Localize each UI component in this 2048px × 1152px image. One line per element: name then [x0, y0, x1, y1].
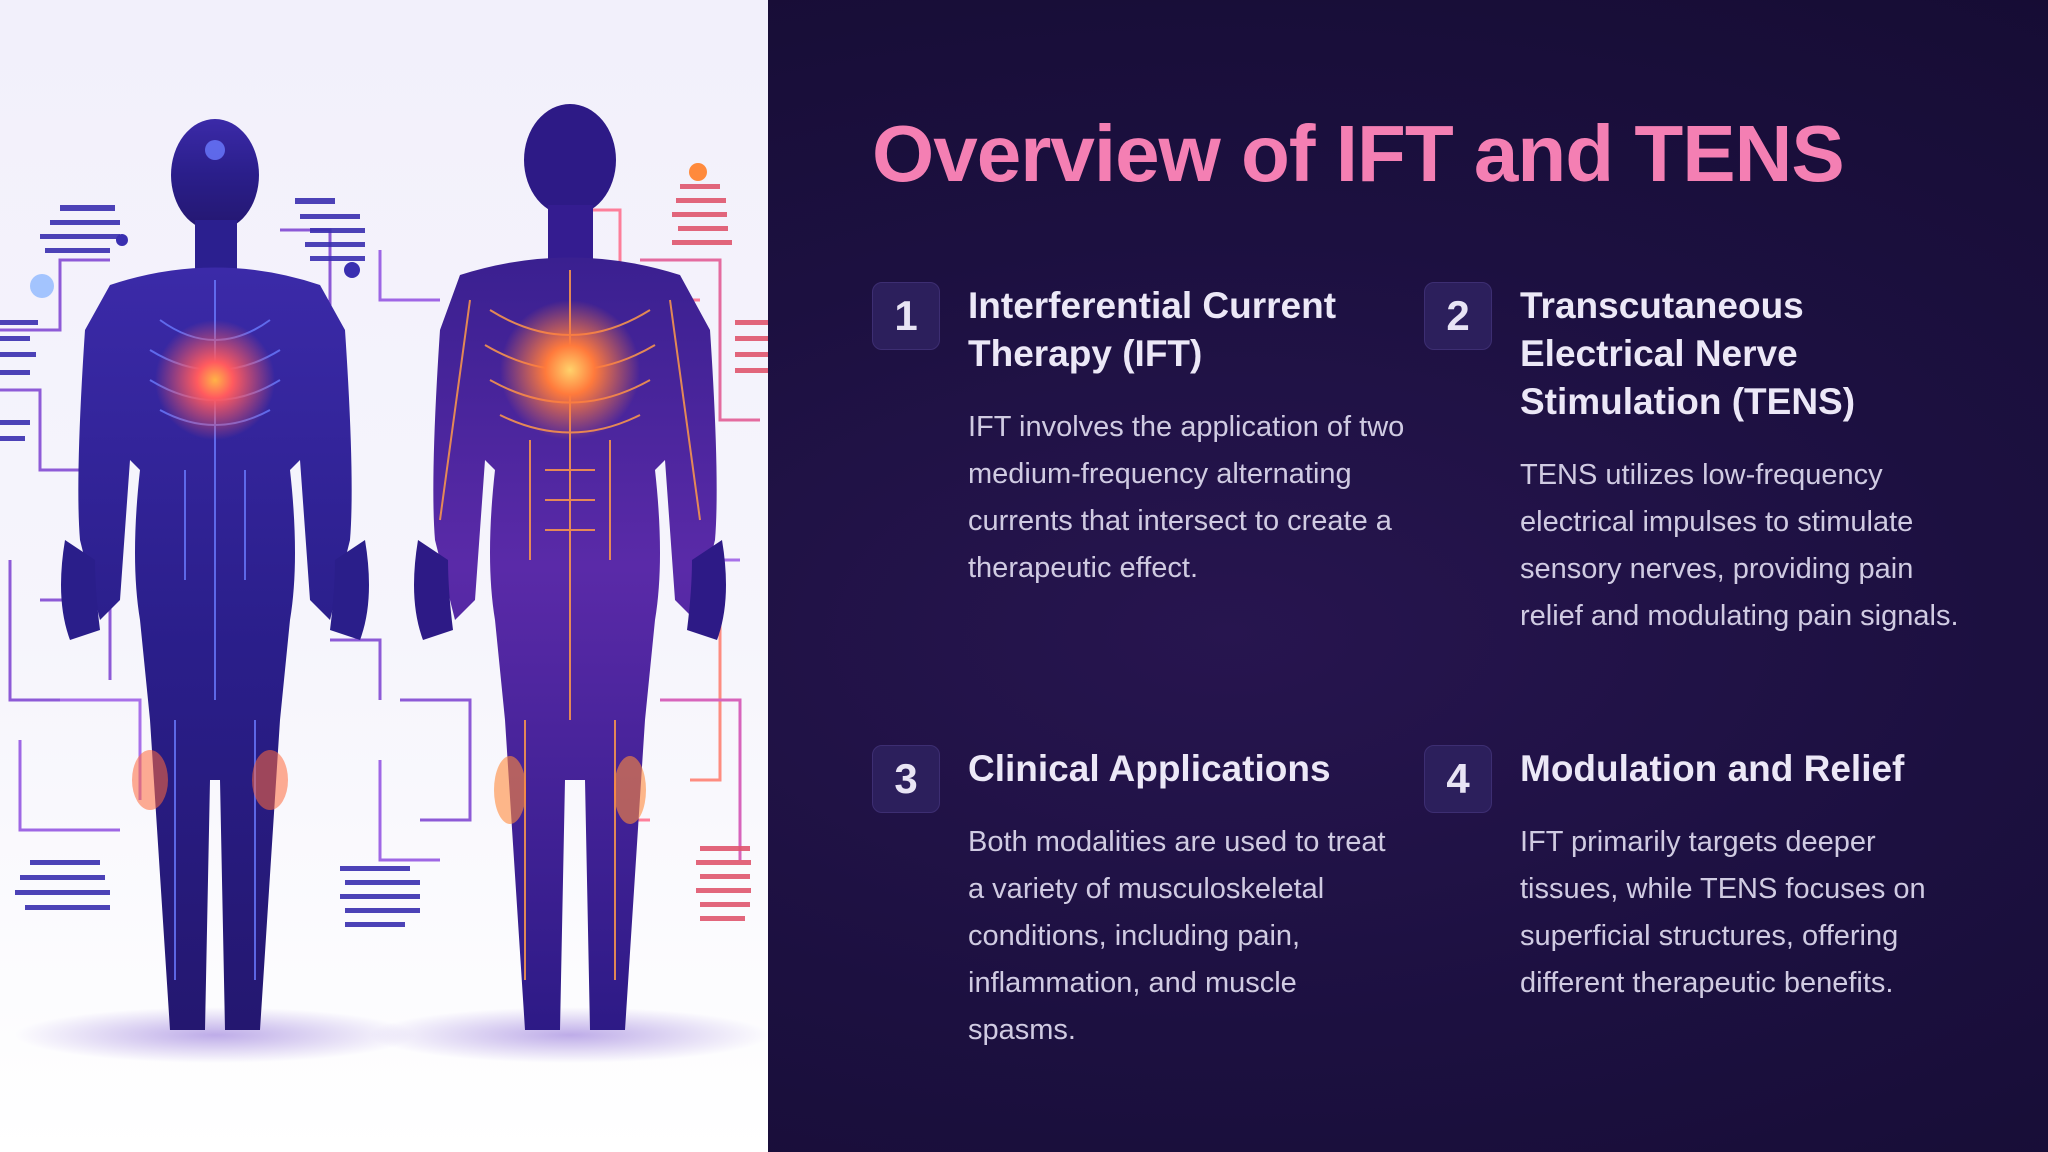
card-modulation-relief: 4 Modulation and Relief IFT primarily ta… [1424, 745, 1944, 1025]
card-number-badge: 2 [1424, 282, 1492, 350]
card-clinical-applications: 3 Clinical Applications Both modalities … [872, 745, 1392, 1065]
card-ift: 1 Interferential Current Therapy (IFT) I… [872, 282, 1404, 642]
card-description: Both modalities are used to treat a vari… [968, 826, 1386, 1046]
card-title: Interferential Current Therapy (IFT) [968, 285, 1337, 374]
card-description: IFT primarily targets deeper tissues, wh… [1520, 826, 1926, 999]
slide-title: Overview of IFT and TENS [872, 109, 1845, 198]
card-title: Clinical Applications [968, 748, 1331, 789]
card-description: IFT involves the application of two medi… [968, 411, 1405, 584]
human-body-anatomy-icon [0, 104, 768, 1063]
card-number-badge: 4 [1424, 745, 1492, 813]
card-tens: 2 Transcutaneous Electrical Nerve Stimul… [1424, 282, 1959, 702]
card-title: Transcutaneous Electrical Nerve Stimulat… [1520, 285, 1856, 422]
card-number-badge: 3 [872, 745, 940, 813]
card-number-badge: 1 [872, 282, 940, 350]
card-title: Modulation and Relief [1520, 748, 1905, 789]
anatomy-illustration [0, 0, 768, 1152]
card-description: TENS utilizes low-frequency electrical i… [1520, 459, 1959, 632]
